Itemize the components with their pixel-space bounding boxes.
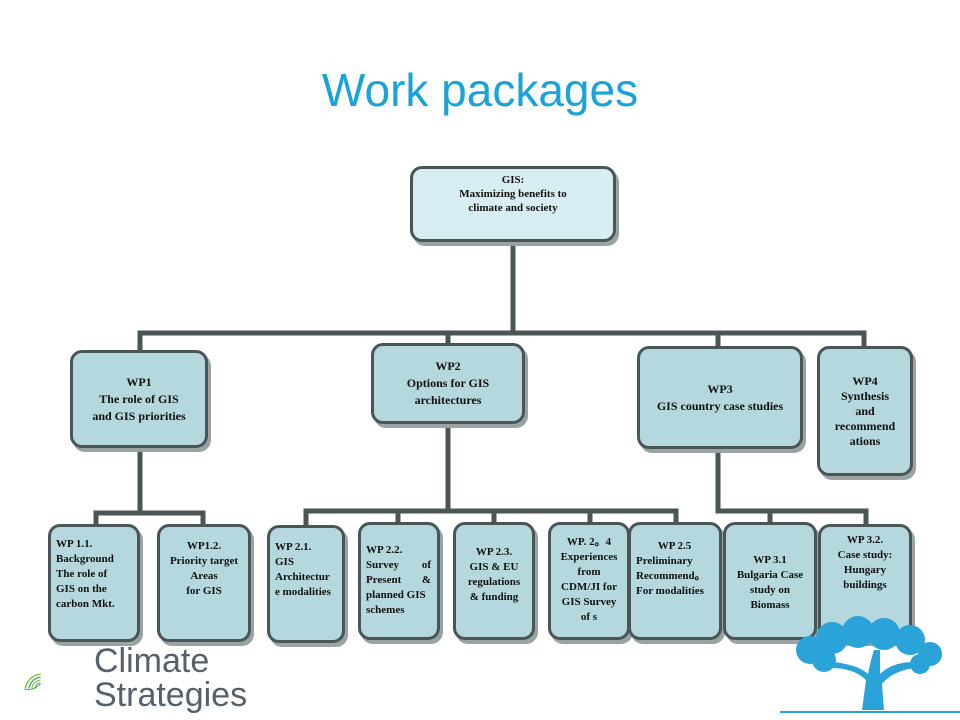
node-wp1-line-2: The role of GIS <box>99 391 179 406</box>
node-wp3-1-line-4: Biomass <box>750 599 790 611</box>
node-wp2-1: WP 2.1. GIS Architectur e modalities <box>267 525 345 643</box>
node-wp2: WP2 Options for GIS architectures <box>371 343 525 424</box>
node-wp4-line-5: ations <box>849 433 881 448</box>
node-wp2-2-line-3: Present & <box>366 574 431 586</box>
node-wp2-5-line-3: Recommend。 <box>636 570 706 582</box>
node-wp2-3-line-4: & funding <box>469 591 519 603</box>
node-wp1-1-line-3: The role of <box>56 568 108 580</box>
node-wp3: WP3 GIS country case studies <box>637 346 803 449</box>
node-wp2-1-line-1: WP 2.1. <box>275 541 312 553</box>
node-wp3-1-line-1: WP 3.1 <box>753 554 787 566</box>
node-wp1-2-line-3: Areas <box>190 570 218 582</box>
node-wp1: WP1 The role of GIS and GIS priorities <box>70 350 208 448</box>
node-wp2-4-line-3: from <box>577 566 601 578</box>
node-wp3-1-line-3: study on <box>749 584 791 596</box>
node-wp1-2-line-4: for GIS <box>186 585 222 597</box>
node-wp4-line-3: and <box>855 403 875 418</box>
node-wp1-1: WP 1.1. Background The role of GIS on th… <box>48 524 140 642</box>
node-wp1-1-line-1: WP 1.1. <box>56 538 93 550</box>
node-wp3-2-line-3: Hungary <box>843 564 887 576</box>
node-wp4-line-1: WP4 <box>852 373 878 388</box>
node-wp1-1-line-5: carbon Mkt. <box>56 598 115 610</box>
leaf-swirl-icon <box>24 673 41 690</box>
node-wp2-line-2: Options for GIS <box>406 376 490 390</box>
node-wp3-2-line-2: Case study: <box>837 549 893 561</box>
node-wp2-2-line-2: Survey of <box>366 559 431 571</box>
node-wp4: WP4 Synthesis and recommend ations <box>817 346 913 476</box>
node-wp2-3-line-3: regulations <box>467 576 521 588</box>
node-wp2-5-line-4: For modalities <box>636 585 704 597</box>
node-root-gis: GIS: Maximizing benefits to climate and … <box>410 166 616 242</box>
node-root-line-2: Maximizing benefits to <box>459 188 567 200</box>
node-wp2-1-line-4: e modalities <box>275 586 331 598</box>
node-wp2-3-line-1: WP 2.3. <box>475 546 513 558</box>
node-wp2-4: WP. 2。4 Experiences from CDM/JI for GIS … <box>548 522 630 640</box>
node-wp2-2-line-1: WP 2.2. <box>366 544 403 556</box>
node-root-line-1: GIS: <box>501 174 525 186</box>
node-wp1-1-line-4: GIS on the <box>56 583 107 595</box>
node-wp2-1-line-2: GIS <box>275 556 294 568</box>
node-wp2-5: WP 2.5 Preliminary Recommend。 For modali… <box>628 522 722 640</box>
node-wp2-3-line-2: GIS & EU <box>469 561 519 573</box>
node-wp3-2-line-1: WP 3.2. <box>846 534 884 546</box>
node-wp1-2-line-1: WP1.2. <box>186 540 222 552</box>
node-wp3-1: WP 3.1 Bulgaria Case study on Biomass <box>723 522 817 640</box>
node-wp4-line-2: Synthesis <box>840 388 890 403</box>
node-wp1-2-line-2: Priority target <box>169 555 239 567</box>
logo-line-1: Climate <box>94 642 210 680</box>
node-wp2-line-3: architectures <box>414 393 482 407</box>
node-wp3-line-2: GIS country case studies <box>656 398 784 413</box>
node-wp3-1-line-2: Bulgaria Case <box>736 569 804 581</box>
node-wp2-line-1: WP2 <box>435 359 461 373</box>
node-wp1-2: WP1.2. Priority target Areas for GIS <box>157 524 251 642</box>
node-wp1-line-3: and GIS priorities <box>92 408 186 423</box>
node-root-line-3: climate and society <box>468 202 558 214</box>
node-wp1-line-1: WP1 <box>126 374 152 389</box>
node-wp2-4-line-4: CDM/JI for <box>561 581 617 593</box>
logo-wordmark: Climate Strategies <box>94 644 247 712</box>
node-wp2-3: WP 2.3. GIS & EU regulations & funding <box>453 522 535 640</box>
node-wp2-5-line-2: Preliminary <box>636 555 693 567</box>
node-wp2-4-line-2: Experiences <box>560 551 618 563</box>
node-wp2-1-line-3: Architectur <box>275 571 330 583</box>
node-wp2-5-line-1: WP 2.5 <box>657 540 692 552</box>
node-wp2-2-line-4: planned GIS <box>366 589 426 601</box>
node-wp2-4-line-1: WP. 2。4 <box>566 536 612 548</box>
node-wp2-4-line-6: of s <box>580 611 598 623</box>
node-wp1-1-line-2: Background <box>56 553 114 565</box>
node-wp4-line-4: recommend <box>834 418 896 433</box>
node-wp2-2-line-5: schemes <box>366 604 405 616</box>
node-wp2-2: WP 2.2. Survey of Present & planned GIS … <box>358 522 440 640</box>
node-wp3-2-line-4: buildings <box>843 579 887 591</box>
page-title: Work packages <box>321 64 639 116</box>
node-wp3-line-1: WP3 <box>707 381 733 396</box>
tree-icon <box>780 616 960 713</box>
node-wp2-4-line-5: GIS Survey <box>561 596 617 608</box>
logo-line-2: Strategies <box>94 676 248 714</box>
